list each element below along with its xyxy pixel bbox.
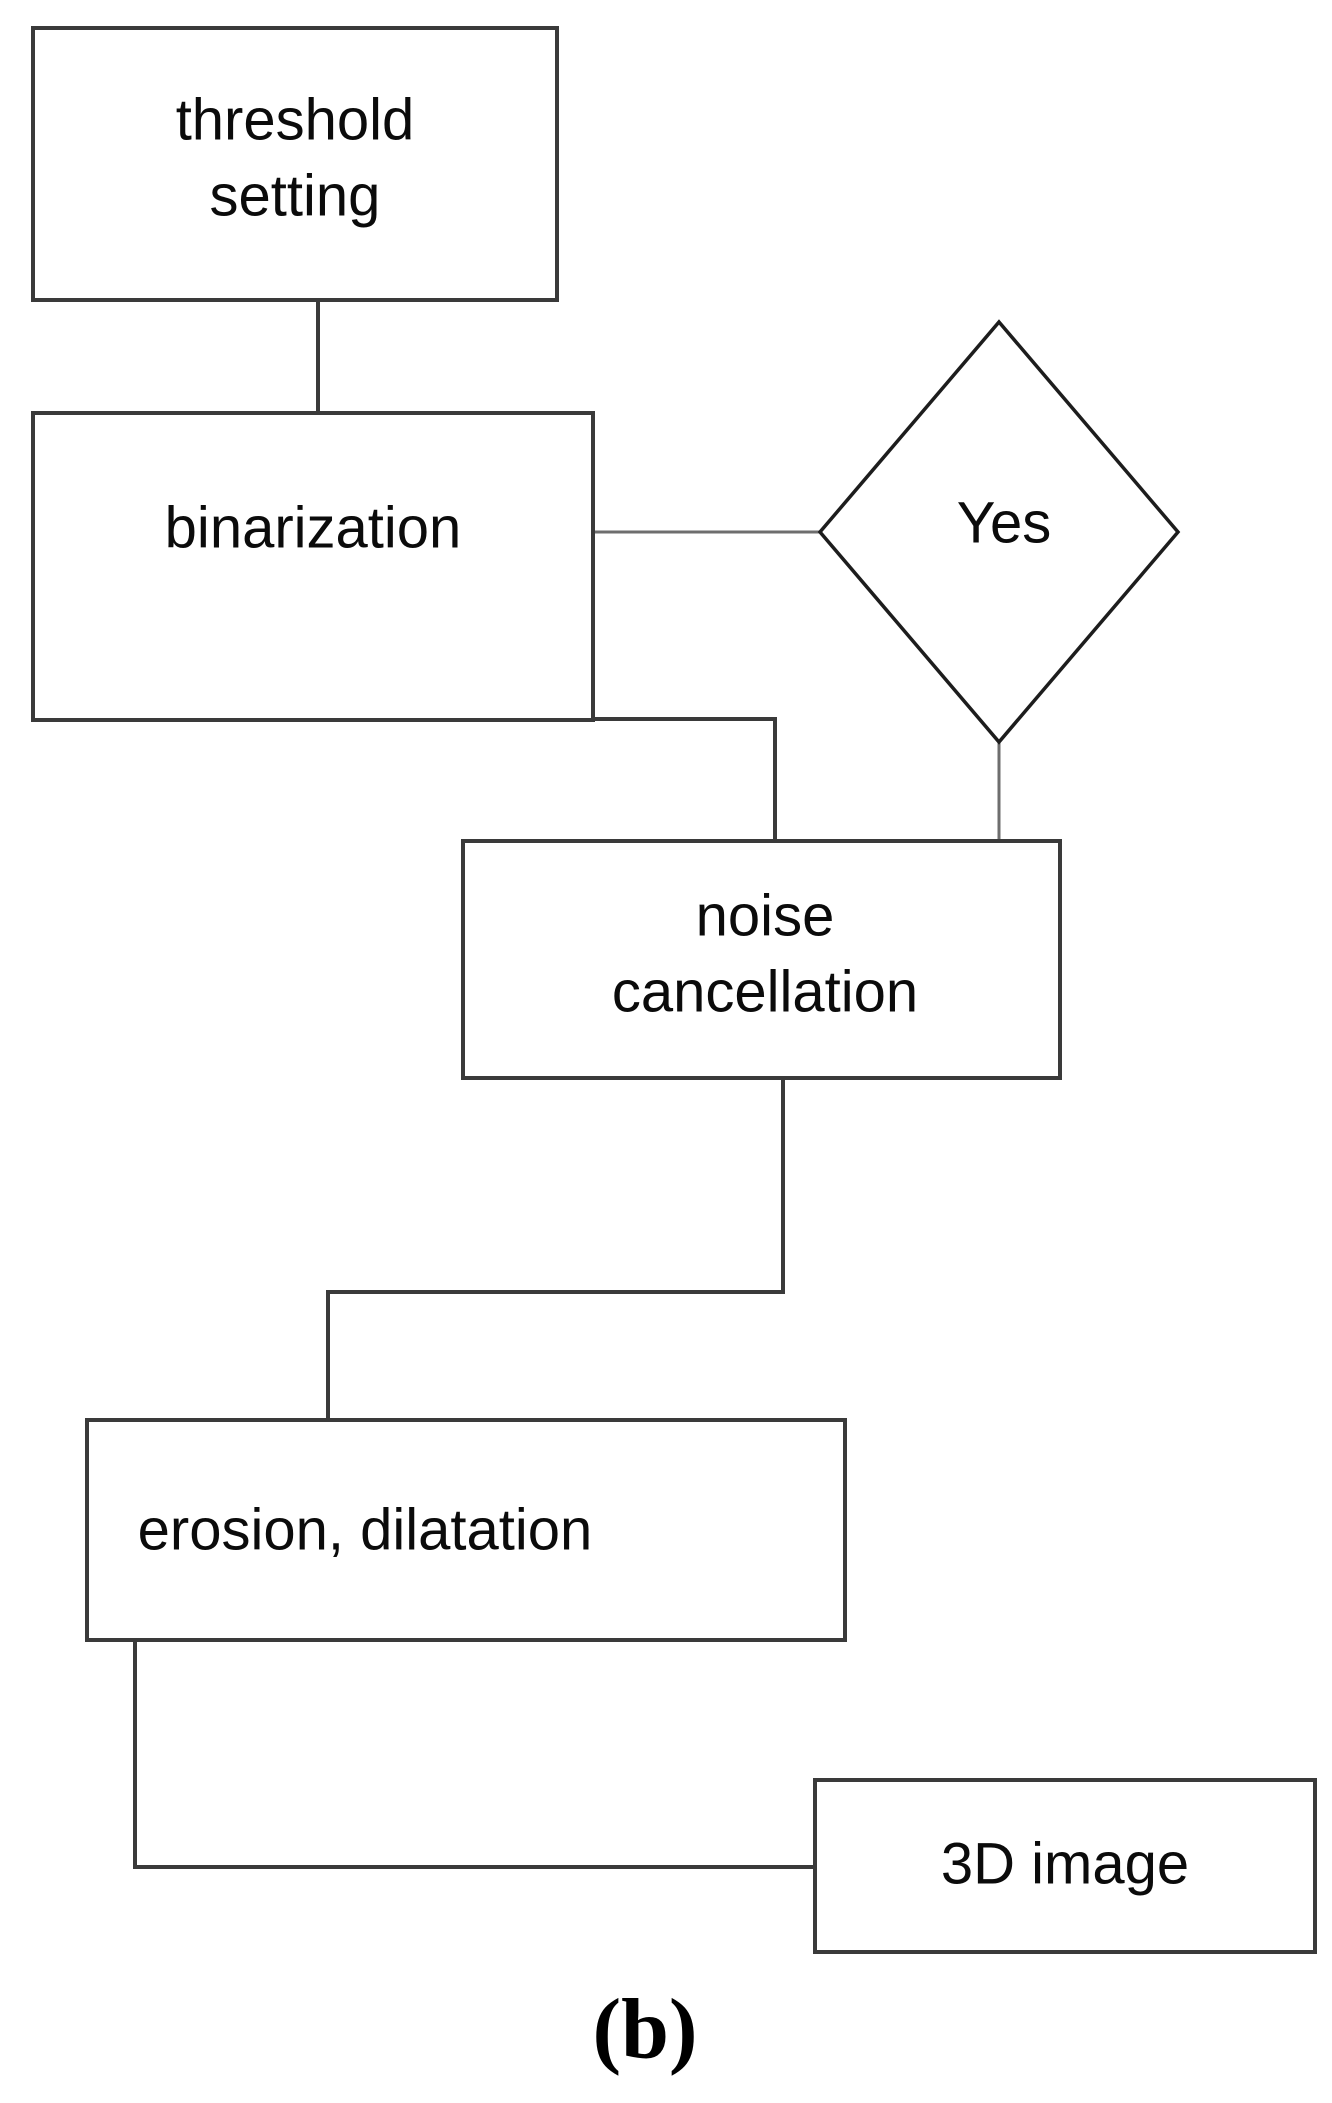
- edge-noise-to-erosion: [326, 1078, 785, 1420]
- figure-caption: (b): [592, 1981, 697, 2077]
- threshold-setting-label-line2: setting: [210, 163, 381, 228]
- erosion-dilatation-label: erosion, dilatation: [138, 1497, 593, 1562]
- binarization-box[interactable]: [31, 411, 595, 722]
- node-threshold-setting[interactable]: threshold setting: [31, 26, 559, 302]
- node-decision-yes[interactable]: Yes: [817, 319, 1181, 745]
- 3d-image-box[interactable]: [813, 1778, 1317, 1954]
- noise-cancellation-box[interactable]: [461, 839, 1062, 1080]
- node-binarization[interactable]: binarization: [31, 411, 595, 722]
- erosion-dilatation-box[interactable]: [85, 1418, 847, 1642]
- binarization-label: binarization: [165, 495, 462, 560]
- noise-cancellation-label-line1: noise: [696, 883, 835, 948]
- edge-erosion-to-3dimage: [133, 1640, 815, 1869]
- decision-yes-diamond[interactable]: [817, 319, 1181, 745]
- threshold-setting-box[interactable]: [31, 26, 559, 302]
- edge-binarization-to-noise: [311, 717, 777, 841]
- decision-yes-label: Yes: [957, 490, 1052, 555]
- node-noise-cancellation[interactable]: noise cancellation: [461, 839, 1062, 1080]
- node-erosion-dilatation[interactable]: erosion, dilatation: [85, 1418, 847, 1642]
- noise-cancellation-label-line2: cancellation: [612, 959, 918, 1024]
- 3d-image-label: 3D image: [941, 1831, 1189, 1896]
- node-3d-image[interactable]: 3D image: [813, 1778, 1317, 1954]
- threshold-setting-label-line1: threshold: [176, 87, 415, 152]
